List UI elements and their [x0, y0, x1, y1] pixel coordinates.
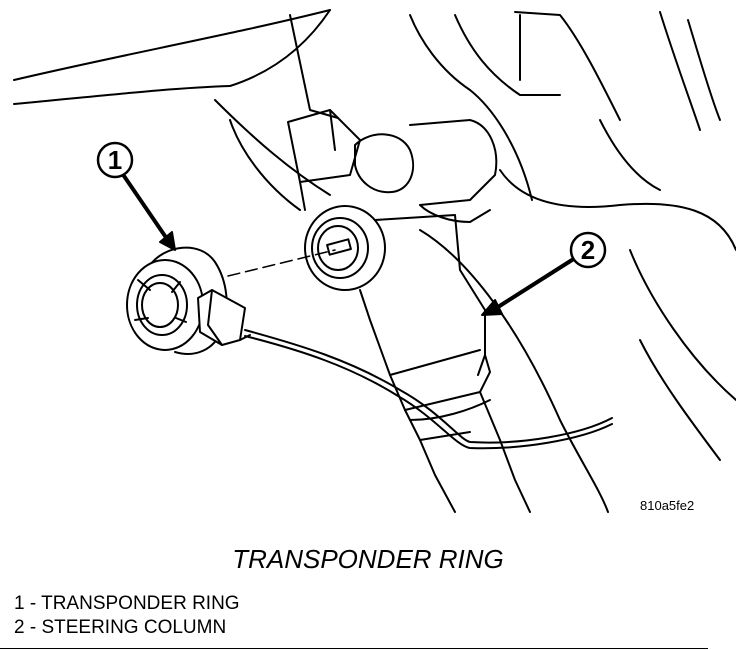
transponder-ring-illustration: 1 2 [13, 9, 736, 513]
ignition-housing [287, 109, 498, 223]
transponder-ring [126, 246, 251, 355]
dashboard-outline [13, 9, 721, 211]
figure-title: TRANSPONDER RING [232, 544, 504, 574]
lead-wire [244, 329, 613, 450]
trim-panel [419, 119, 736, 513]
legend-item-1: 1 - TRANSPONDER RING [14, 593, 240, 614]
steering-column [359, 214, 531, 513]
legend: 1 - TRANSPONDER RING 2 - STEERING COLUMN [14, 592, 240, 640]
key-cylinder [304, 205, 386, 291]
callout-2: 2 [481, 231, 607, 316]
callout-2-number: 2 [581, 235, 595, 265]
figure-id: 810a5fe2 [640, 498, 695, 513]
alignment-line [227, 249, 336, 277]
callout-1-number: 1 [108, 145, 122, 175]
bottom-divider [0, 648, 708, 649]
legend-item-2: 2 - STEERING COLUMN [14, 617, 227, 638]
callout-1: 1 [96, 141, 176, 251]
